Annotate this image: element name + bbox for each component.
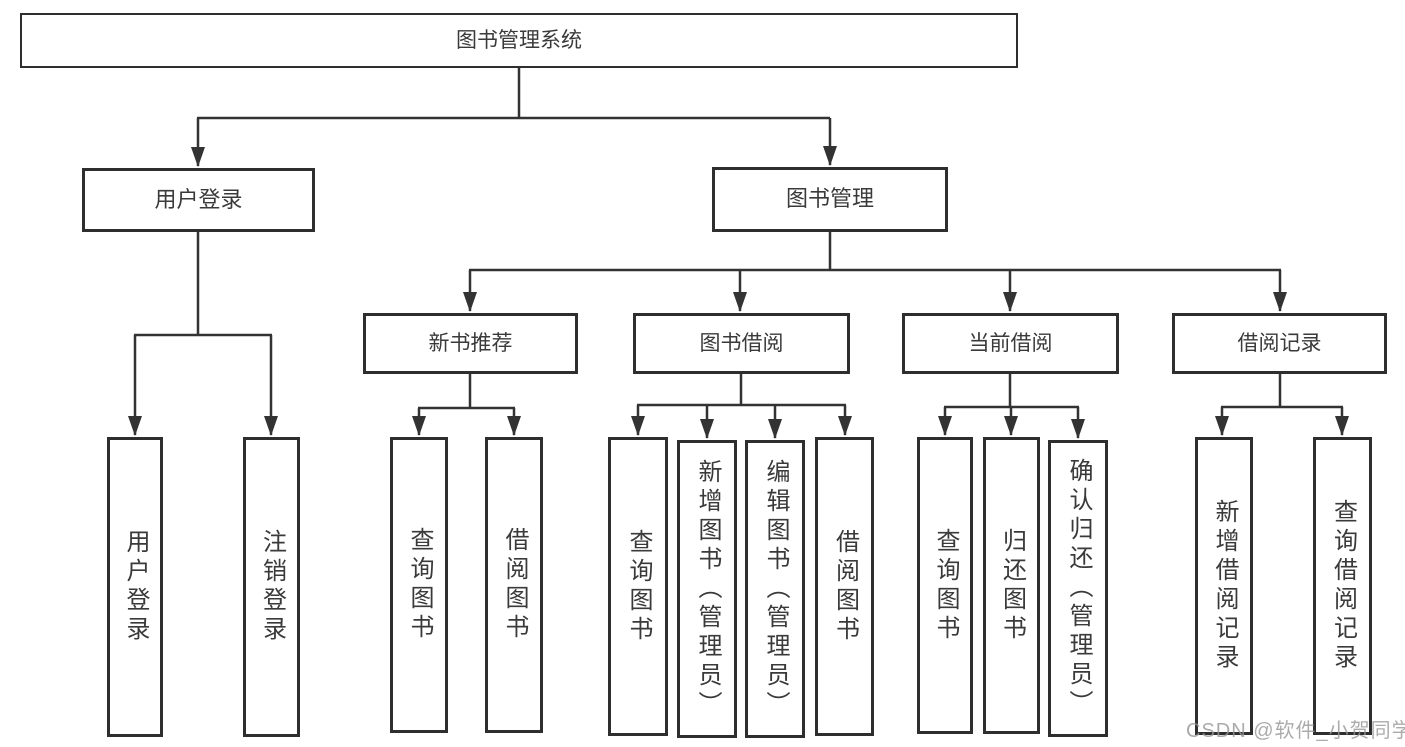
node-leaf-borrow-books-recommend: 借阅图书 [485,437,543,733]
node-library-management-system: 图书管理系统 [20,13,1018,68]
connector-user-login-children [128,232,278,436]
connector-root-to-level2 [191,68,837,167]
csdn-watermark: CSDN @软件_小贺同学 [1186,720,1405,742]
node-leaf-query-borrow-record: 查询借阅记录 [1313,437,1372,735]
node-leaf-logout: 注销登录 [243,437,300,737]
node-leaf-borrow-books: 借阅图书 [815,437,874,736]
node-book-management: 图书管理 [712,167,948,232]
node-leaf-add-books-admin: 新增图书（管理员） [677,440,737,738]
connector-book-borrow-children [631,374,852,439]
node-leaf-query-books-current: 查询图书 [917,437,973,734]
node-leaf-query-books-recommend: 查询图书 [390,437,448,733]
node-new-book-recommend: 新书推荐 [363,313,578,374]
node-leaf-user-login: 用户登录 [107,437,163,737]
node-leaf-confirm-return-admin: 确认归还（管理员） [1048,440,1108,737]
connector-current-borrow-children [938,374,1085,439]
node-user-login: 用户登录 [82,168,315,232]
connector-new-book-recommend-children [412,374,521,436]
connector-book-management-children [463,232,1287,312]
node-current-borrow: 当前借阅 [902,313,1119,374]
node-leaf-edit-books-admin: 编辑图书（管理员） [745,440,805,738]
node-book-borrow: 图书借阅 [633,313,850,374]
node-leaf-return-books: 归还图书 [983,437,1040,734]
node-leaf-add-borrow-record: 新增借阅记录 [1195,437,1253,735]
node-borrow-records: 借阅记录 [1172,313,1387,374]
connector-borrow-records-children [1215,374,1349,436]
node-leaf-query-books-borrow: 查询图书 [608,437,668,736]
